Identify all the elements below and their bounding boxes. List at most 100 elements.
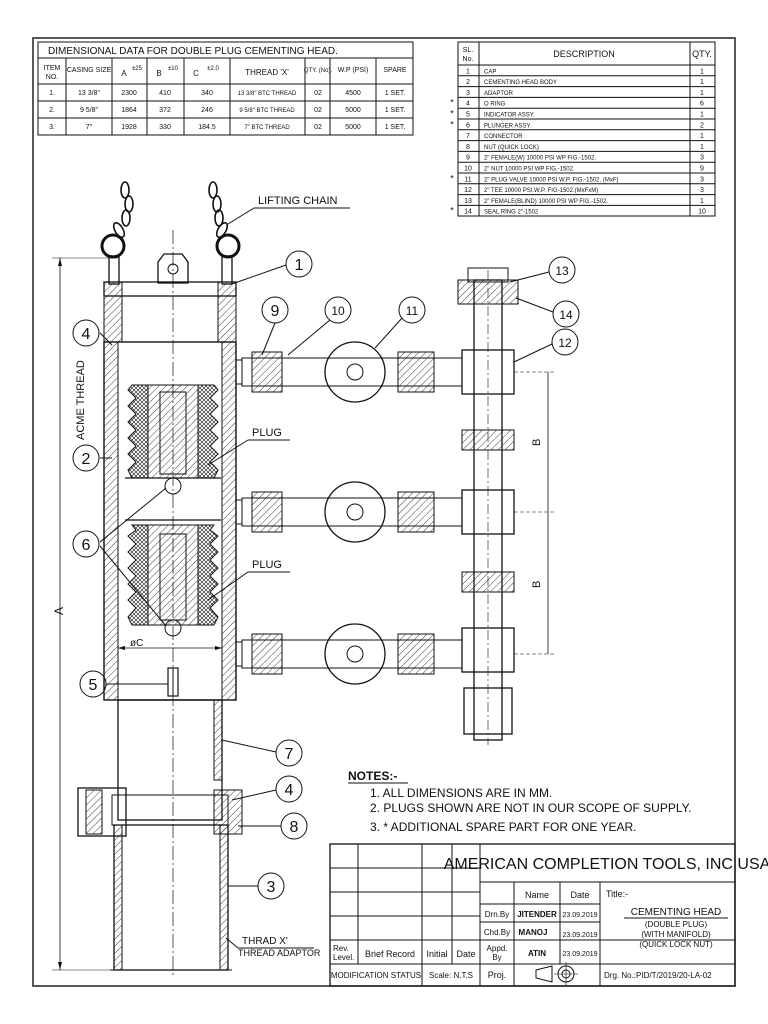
parts-list-row: * 14 SEAL RING 2"-1502 10 [450, 206, 706, 216]
manifold-assembly: B B [241, 267, 556, 745]
part-sl-number: 8 [466, 144, 470, 151]
svg-text:13 3/8": 13 3/8" [78, 90, 100, 97]
parts-header-qty: QTY. [692, 49, 712, 59]
part-sl-number: 12 [464, 187, 472, 194]
notes-title: NOTES:- [348, 769, 397, 783]
svg-text:13 3/8" BTC THREAD: 13 3/8" BTC THREAD [238, 91, 297, 97]
drawing-title: CEMENTING HEAD [631, 907, 722, 918]
svg-text:246: 246 [201, 107, 213, 114]
svg-text:6: 6 [82, 537, 91, 554]
svg-text:1.: 1. [49, 90, 55, 97]
svg-text:410: 410 [159, 90, 171, 97]
part-qty: 6 [700, 101, 704, 108]
appd-by-label-1: Appd. [487, 944, 508, 953]
brief-record-label: Brief Record [365, 949, 415, 959]
dim-header-c-tol: ±2.0 [207, 66, 219, 72]
part-qty: 1 [700, 90, 704, 97]
balloon-8: 8 [238, 812, 308, 840]
dim-b1-label: B [531, 439, 543, 446]
svg-text:02: 02 [314, 90, 322, 97]
part-qty: 3 [700, 187, 704, 194]
dim-header-b-tol: ±10 [168, 66, 179, 72]
parts-header-sl: SL. [463, 47, 474, 54]
dim-header-spare: SPARE [383, 67, 407, 74]
part-qty: 1 [700, 144, 704, 151]
upper-plug [125, 384, 221, 479]
dim-table-row: 3. 7" 1928 330 184.5 7" BTC THREAD 02 50… [49, 124, 405, 131]
lifting-chain-label: LIFTING CHAIN [258, 195, 338, 207]
drn-by-label: Drn.By [485, 910, 509, 919]
svg-text:9: 9 [271, 303, 280, 320]
part-description: ADAPTOR [484, 91, 514, 97]
spare-star-marker: * [450, 119, 454, 129]
part-description: SEAL RING 2"-1502 [484, 210, 539, 216]
svg-text:5: 5 [89, 677, 98, 694]
part-description: INDICATOR ASSY. [484, 113, 535, 119]
projection-symbol-icon [535, 962, 578, 986]
part-qty: 3 [700, 155, 704, 162]
balloon-9: 9 [261, 296, 289, 356]
balloon-5: 5 [79, 670, 168, 698]
spare-star-marker: * [450, 98, 454, 108]
chd-by-label: Chd.By [484, 928, 510, 937]
part-description: PLUNGER ASSY [484, 123, 530, 129]
dim-header-c: C [193, 69, 199, 78]
company-name: AMERICAN COMPLETION TOOLS, INC USA [444, 856, 768, 873]
part-sl-number: 14 [464, 209, 472, 216]
dim-table-title: DIMENSIONAL DATA FOR DOUBLE PLUG CEMENTI… [48, 46, 338, 57]
svg-text:330: 330 [159, 124, 171, 131]
svg-text:9 5/8": 9 5/8" [80, 107, 99, 114]
dim-header-b: B [156, 69, 161, 78]
part-description: 2" PLUG VALVE 10000 PSI W.P. FIG.-1502. … [484, 177, 619, 183]
part-description: 2" FEMALE(BLIND) 10000 PSI WP FIG.-1502. [484, 199, 608, 205]
name-header: Name [525, 890, 549, 900]
balloon-14: 14 [515, 297, 580, 328]
part-sl-number: 11 [464, 176, 471, 183]
balloon-10: 10 [287, 296, 352, 356]
scale-label: Scale: N.T.S [429, 971, 473, 980]
chd-by-name: MANOJ [519, 928, 548, 937]
note-2: 2. PLUGS SHOWN ARE NOT IN OUR SCOPE OF S… [370, 801, 691, 815]
balloon-4-upper: 4 [72, 319, 113, 347]
svg-text:02: 02 [314, 107, 322, 114]
drn-by-date: 23.09.2019 [562, 912, 597, 919]
svg-text:372: 372 [159, 107, 171, 114]
svg-text:13: 13 [555, 264, 569, 278]
dim-b2-label: B [531, 581, 543, 588]
date-label: Date [456, 949, 475, 959]
part-sl-number: 4 [466, 101, 470, 108]
lower-plug [125, 519, 221, 626]
initial-label: Initial [426, 949, 447, 959]
svg-text:1 SET.: 1 SET. [385, 90, 406, 97]
modification-status: MODIFICATION STATUS [331, 971, 421, 980]
svg-text:7" BTC THREAD: 7" BTC THREAD [244, 125, 290, 131]
part-qty: 10 [698, 209, 706, 216]
title-block: AMERICAN COMPLETION TOOLS, INC USA Name … [329, 843, 768, 987]
part-sl-number: 1 [466, 68, 470, 75]
dim-table-row: 2. 9 5/8" 1864 372 246 9 5/8" BTC THREAD… [49, 107, 405, 114]
svg-text:4: 4 [82, 326, 91, 343]
valve-line-middle [241, 481, 463, 543]
proj-label: Proj. [488, 970, 507, 980]
drn-by-name: JITENDER [517, 910, 557, 919]
rev-level-label-1: Rev. [333, 944, 349, 953]
drawing-subtitle-2: (WITH MANIFOLD) [641, 930, 711, 939]
svg-text:7": 7" [86, 124, 93, 131]
spare-star-marker: * [450, 206, 454, 216]
svg-text:5000: 5000 [345, 124, 361, 131]
part-qty: 1 [700, 68, 704, 75]
svg-text:14: 14 [559, 308, 573, 322]
svg-text:4: 4 [285, 782, 294, 799]
balloon-6: 6 [72, 487, 167, 627]
